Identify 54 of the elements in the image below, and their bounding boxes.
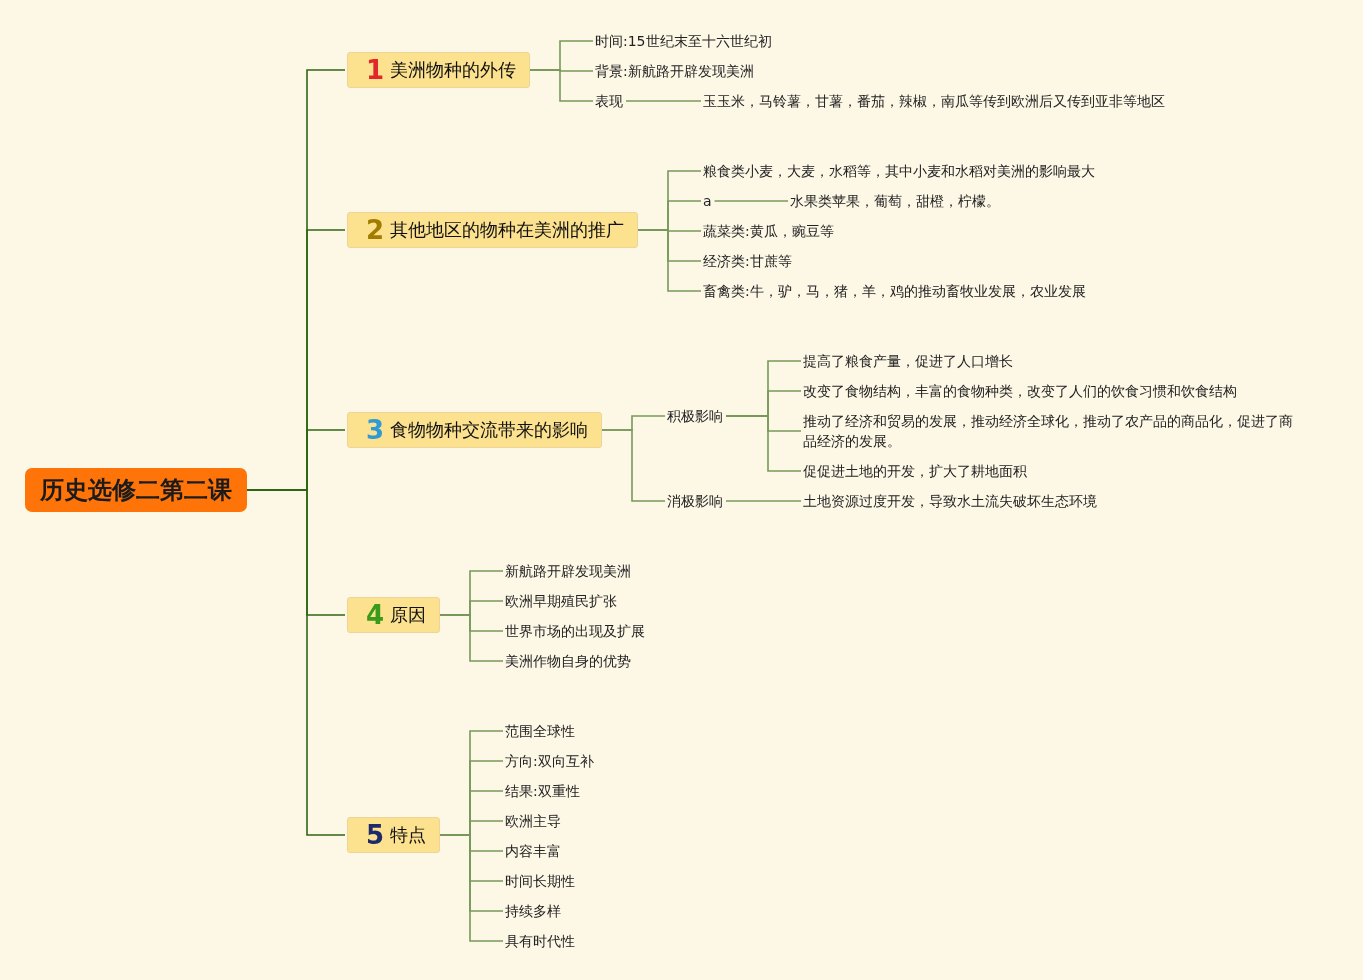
- topic-text: 新航路开辟发现美洲: [505, 561, 631, 581]
- topic-text: 玉玉米，马铃薯，甘薯，番茄，辣椒，南瓜等传到欧洲后又传到亚非等地区: [703, 91, 1165, 111]
- topic-text: 结果:双重性: [505, 781, 580, 801]
- topic-text: 时间:15世纪末至十六世纪初: [595, 31, 772, 51]
- topic-text: 土地资源过度开发，导致水土流失破坏生态环境: [803, 491, 1097, 511]
- topic-box: [347, 412, 602, 448]
- topic-text: 方向:双向互补: [505, 751, 594, 771]
- connector-line: [725, 415, 802, 472]
- connector-line: [725, 500, 802, 502]
- topic-text: 推动了经济和贸易的发展，推动经济全球化，推动了农产品的商品化，促进了商品经济的发展。: [803, 411, 1295, 451]
- topic-text: 范围全球性: [505, 721, 575, 741]
- connector-line: [439, 614, 504, 662]
- topic-number: 2: [366, 215, 385, 245]
- topic-box: [347, 52, 530, 88]
- topic-title: 美洲物种的外传: [390, 58, 517, 82]
- topic-text: 世界市场的出现及扩展: [505, 621, 645, 641]
- topic-text: 改变了食物结构，丰富的食物种类，改变了人们的饮食习惯和饮食结构: [803, 381, 1237, 401]
- topic-text: 蔬菜类:黄瓜，豌豆等: [703, 221, 834, 241]
- topic-number: 1: [366, 55, 385, 85]
- topic-text: a: [703, 191, 712, 211]
- topic-text: 具有时代性: [505, 931, 575, 951]
- topic-number: 4: [366, 600, 385, 630]
- topic-text: 畜禽类:牛，驴，马，猪，羊，鸡的推动畜牧业发展，农业发展: [703, 281, 1086, 301]
- topic-title: 原因: [390, 603, 427, 627]
- topic-text: 欧洲早期殖民扩张: [505, 591, 617, 611]
- topic-text: 经济类:甘蔗等: [703, 251, 792, 271]
- topic-text: 水果类苹果，葡萄，甜橙，柠檬。: [790, 191, 1000, 211]
- topic-text: 持续多样: [505, 901, 561, 921]
- topic-box: [347, 817, 440, 853]
- topic-text: 积极影响: [667, 406, 723, 426]
- topic-title: 特点: [390, 823, 427, 847]
- topic-text: 消极影响: [667, 491, 723, 511]
- topic-number: 5: [366, 820, 385, 850]
- connector-line: [713, 200, 789, 202]
- topic-text: 促促进土地的开发，扩大了耕地面积: [803, 461, 1027, 481]
- topic-text: 美洲作物自身的优势: [505, 651, 631, 671]
- connector-line: [637, 229, 702, 292]
- topic-text: 内容丰富: [505, 841, 561, 861]
- topic-text: 表现: [595, 91, 623, 111]
- topic-text: 粮食类小麦，大麦，水稻等，其中小麦和水稻对美洲的影响最大: [703, 161, 1095, 181]
- topic-number: 3: [366, 415, 385, 445]
- topic-box: [347, 597, 440, 633]
- topic-title: 其他地区的物种在美洲的推广: [390, 218, 625, 242]
- topic-title: 食物物种交流带来的影响: [390, 418, 589, 442]
- topic-text: 提高了粮食产量，促进了人口增长: [803, 351, 1013, 371]
- topic-text: 欧洲主导: [505, 811, 561, 831]
- connector-line: [529, 69, 594, 102]
- connector-line: [625, 100, 702, 102]
- topic-box: [347, 212, 638, 248]
- connector-line: [601, 429, 666, 502]
- topic-text: 背景:新航路开辟发现美洲: [595, 61, 754, 81]
- topic-text: 时间长期性: [505, 871, 575, 891]
- connector-line: [439, 834, 504, 942]
- root-topic-box: 历史选修二第二课: [25, 468, 247, 512]
